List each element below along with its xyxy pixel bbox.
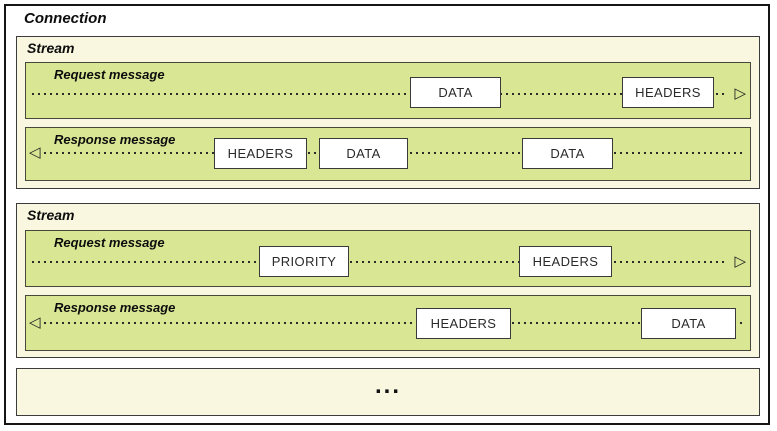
- message-flow-line: [32, 93, 728, 95]
- message-flow-line: [32, 261, 728, 263]
- request-lane-1: Request message DATA HEADERS ▷: [25, 62, 751, 119]
- frame-data: DATA: [641, 308, 736, 339]
- frame-headers: HEADERS: [622, 77, 714, 108]
- frame-headers: HEADERS: [214, 138, 307, 169]
- message-flow-line: [44, 322, 742, 324]
- arrow-right-icon: ▷: [734, 84, 746, 102]
- stream-title: Stream: [27, 40, 75, 56]
- response-message-label: Response message: [54, 300, 176, 315]
- frame-priority: PRIORITY: [259, 246, 349, 277]
- stream-box-1: Stream Request message DATA HEADERS ▷ Re…: [16, 36, 760, 189]
- connection-box: Connection Stream Request message DATA H…: [4, 4, 770, 425]
- frame-headers: HEADERS: [519, 246, 612, 277]
- more-streams-box: ...: [16, 368, 760, 416]
- frame-data: DATA: [522, 138, 613, 169]
- arrow-left-icon: ◁: [29, 313, 41, 331]
- arrow-right-icon: ▷: [734, 252, 746, 270]
- ellipsis-label: ...: [374, 372, 401, 399]
- response-lane-2: Response message ◁ HEADERS DATA: [25, 295, 751, 351]
- frame-data: DATA: [410, 77, 501, 108]
- response-lane-1: Response message ◁ HEADERS DATA DATA: [25, 127, 751, 181]
- frame-headers: HEADERS: [416, 308, 511, 339]
- stream-title: Stream: [27, 207, 75, 223]
- request-message-label: Request message: [54, 235, 165, 250]
- request-message-label: Request message: [54, 67, 165, 82]
- response-message-label: Response message: [54, 132, 176, 147]
- frame-data: DATA: [319, 138, 408, 169]
- connection-title: Connection: [24, 10, 107, 27]
- arrow-left-icon: ◁: [29, 143, 41, 161]
- stream-box-2: Stream Request message PRIORITY HEADERS …: [16, 203, 760, 358]
- request-lane-2: Request message PRIORITY HEADERS ▷: [25, 230, 751, 287]
